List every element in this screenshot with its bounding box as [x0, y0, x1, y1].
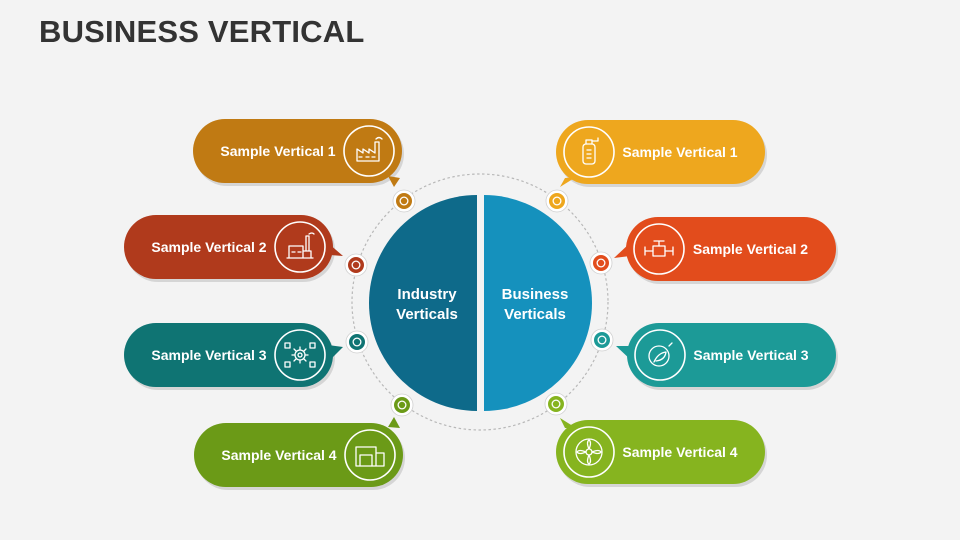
- right-connector-dot-1: [545, 189, 569, 213]
- left-item-label-4: Sample Vertical 4: [221, 447, 336, 463]
- industry-verticals-half: [369, 195, 477, 411]
- valve-pipe-icon: [633, 223, 685, 275]
- left-item-2: Sample Vertical 2: [124, 215, 368, 282]
- right-item-label-2: Sample Vertical 2: [693, 241, 808, 257]
- left-connector-dot-3: [345, 330, 369, 354]
- right-speech-tail-2: [614, 243, 630, 258]
- left-item-label-1: Sample Vertical 1: [220, 143, 335, 159]
- right-item-label-3: Sample Vertical 3: [693, 347, 808, 363]
- power-plant-icon: [274, 221, 326, 273]
- left-speech-tail-1: [388, 176, 400, 187]
- left-item-1: Sample Vertical 1: [193, 119, 416, 213]
- right-item-4: Sample Vertical 4: [544, 392, 767, 487]
- gas-cylinder-icon: [563, 126, 615, 178]
- left-speech-tail-4: [388, 417, 400, 428]
- right-item-label-4: Sample Vertical 4: [622, 444, 737, 460]
- left-connector-dot-1: [392, 189, 416, 213]
- left-item-4: Sample Vertical 4: [194, 393, 414, 490]
- left-connector-dot-2: [344, 253, 368, 277]
- right-connector-dot-4: [544, 392, 568, 416]
- left-item-label-3: Sample Vertical 3: [151, 347, 266, 363]
- business-verticals-line-2: Verticals: [504, 306, 566, 323]
- turbine-icon: [563, 426, 615, 478]
- business-verticals-line-1: Business: [502, 286, 569, 303]
- globe-leaf-icon: [634, 329, 686, 381]
- warehouse-icon: [344, 429, 396, 481]
- left-connector-dot-4: [390, 393, 414, 417]
- right-item-2: Sample Vertical 2: [589, 217, 838, 284]
- left-item-label-2: Sample Vertical 2: [151, 239, 266, 255]
- right-item-label-1: Sample Vertical 1: [622, 144, 737, 160]
- right-connector-dot-3: [590, 328, 614, 352]
- left-item-3: Sample Vertical 3: [124, 323, 369, 390]
- factory-icon: [343, 125, 395, 177]
- page-title: BUSINESS VERTICAL: [39, 14, 365, 49]
- right-connector-dot-2: [589, 251, 613, 275]
- right-item-1: Sample Vertical 1: [545, 120, 767, 213]
- vertical-items: Sample Vertical 1 Sample Vertical 2 Sample…: [124, 119, 838, 490]
- industry-verticals-line-2: Verticals: [396, 306, 458, 323]
- gear-network-icon: [274, 329, 326, 381]
- right-item-3: Sample Vertical 3: [590, 323, 838, 390]
- center-circle: Industry Verticals Business Verticals: [369, 195, 592, 411]
- industry-verticals-line-1: Industry: [397, 286, 457, 303]
- business-verticals-half: [484, 195, 592, 411]
- dashed-orbit-ring: [351, 173, 609, 431]
